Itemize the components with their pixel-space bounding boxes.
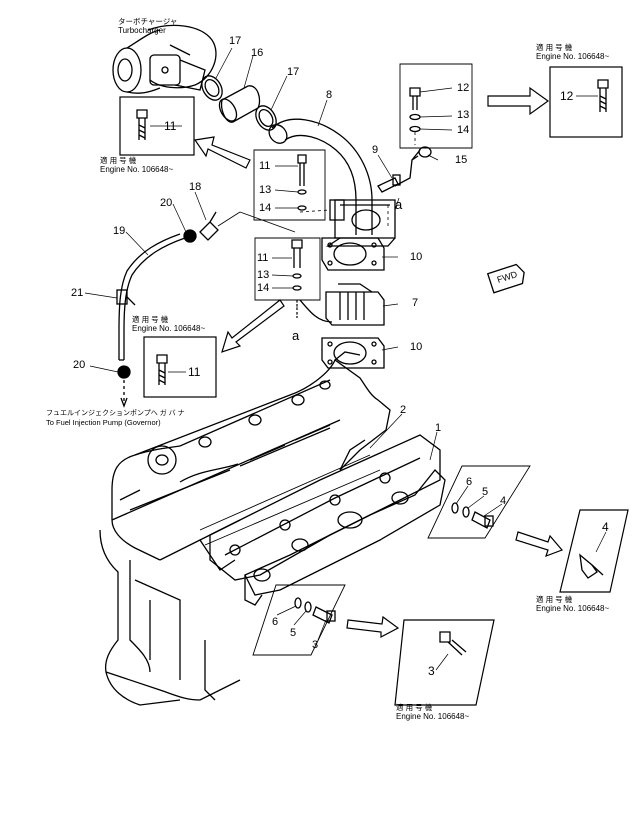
part-number-13-middle: 13 <box>257 269 270 281</box>
inset-box-11-top <box>119 96 195 156</box>
turbocharger-label-jp: ターボチャージャ <box>118 17 178 26</box>
inset-4-part: 4 <box>602 520 609 534</box>
part-number-6-right: 6 <box>466 476 473 488</box>
part-number-17-right: 17 <box>287 66 300 78</box>
frame-bolt-12 <box>399 63 473 149</box>
inset-box-12 <box>549 66 623 138</box>
tube-19 <box>118 233 186 361</box>
arrow-to-bolt-11-mid <box>221 299 285 353</box>
leader-lines <box>84 47 607 671</box>
part-number-13-upper: 13 <box>259 184 272 196</box>
part-number-14-middle: 14 <box>257 282 270 294</box>
part-number-3: 3 <box>312 639 319 651</box>
cap-20-bottom <box>117 365 131 408</box>
inset-3-en: Engine No. 106648~ <box>396 712 470 721</box>
part-number-10-top: 10 <box>410 251 423 263</box>
part-number-11-upper: 11 <box>259 160 271 172</box>
inset-11-mid-en: Engine No. 106648~ <box>132 324 206 333</box>
part-number-19: 19 <box>113 225 126 237</box>
part-number-9: 9 <box>372 144 379 156</box>
heater-7 <box>299 283 385 326</box>
part-number-18: 18 <box>189 181 202 193</box>
bolt-11-group-middle <box>291 239 303 291</box>
part-number-12: 12 <box>457 82 470 94</box>
inset-11-mid-jp: 適 用 号 機 <box>132 315 169 324</box>
arrow-to-bolt-4 <box>515 531 564 558</box>
frame-middle-bolts <box>254 237 321 301</box>
gasket-10-top <box>321 237 385 271</box>
part-number-13-right: 13 <box>457 109 470 121</box>
clamp-17-left <box>201 75 223 101</box>
part-number-7: 7 <box>412 297 419 309</box>
inset-12-jp: 適 用 号 機 <box>536 43 573 52</box>
inset-11-mid-part: 11 <box>188 365 201 379</box>
sensor-18 <box>199 211 219 241</box>
part-number-5-right: 5 <box>482 486 489 498</box>
bolt-4-right-group <box>451 502 494 529</box>
clamp-17-right <box>255 105 277 131</box>
part-number-8: 8 <box>326 89 333 101</box>
inset-4-en: Engine No. 106648~ <box>536 604 610 613</box>
gasket-10-lower <box>321 337 385 369</box>
part-number-5-lower: 5 <box>290 627 297 639</box>
wire-line-2 <box>239 211 296 233</box>
inset-box-11-mid <box>143 336 217 398</box>
arrows <box>193 86 564 638</box>
inset-11-top-jp: 適 用 号 機 <box>100 156 137 165</box>
part-number-6-lower: 6 <box>272 616 279 628</box>
inset-box-4 <box>559 509 629 593</box>
inset-bolt-4 <box>579 553 604 579</box>
bolt-9 <box>377 174 401 193</box>
part-number-20-top: 20 <box>160 197 173 209</box>
part-number-20-bottom: 20 <box>73 359 86 371</box>
engine-block <box>99 351 446 706</box>
bolt-3-lower-group <box>294 597 336 624</box>
elbow-pipe-8 <box>268 118 396 247</box>
fwd-indicator <box>486 263 525 294</box>
part-number-17-left: 17 <box>229 35 242 47</box>
bolt-11-group-upper <box>297 154 345 221</box>
inset-3-part: 3 <box>428 664 435 678</box>
clip-21 <box>116 289 136 306</box>
fuel-pump-label-en: To Fuel Injection Pump (Governor) <box>46 418 161 427</box>
arrow-to-bolt-3 <box>346 615 400 638</box>
inset-12-en: Engine No. 106648~ <box>536 52 610 61</box>
inset-3-jp: 適 用 号 機 <box>396 703 433 712</box>
bolt-12-group <box>409 87 421 133</box>
part-number-21: 21 <box>71 287 84 299</box>
part-number-14-upper: 14 <box>259 202 272 214</box>
frame-right-bolts <box>427 465 531 539</box>
part-number-2: 2 <box>400 404 407 416</box>
fuel-pump-label-jp: フュエルインジェクションポンプへ ガ バ ナ <box>46 410 185 417</box>
inset-12-part: 12 <box>560 89 574 103</box>
cap-20-top <box>183 229 197 243</box>
inset-11-top-part: 11 <box>164 119 177 133</box>
part-number-11-middle: 11 <box>257 252 269 264</box>
view-a-label-upper: a <box>395 197 403 212</box>
inset-box-3 <box>394 619 495 706</box>
part-number-16: 16 <box>251 47 264 59</box>
inset-11-top-en: Engine No. 106648~ <box>100 165 174 174</box>
part-number-10-lower: 10 <box>410 341 423 353</box>
turbocharger <box>112 24 217 94</box>
view-a-label-lower: a <box>292 328 300 343</box>
part-number-1: 1 <box>435 422 442 434</box>
inset-bolt-11-mid <box>156 354 168 385</box>
inset-bolt-12 <box>597 79 609 112</box>
arrow-to-bolt-11-top <box>193 136 251 169</box>
wire-line <box>217 211 241 227</box>
fitting-15 <box>394 146 432 187</box>
inset-bolt-11-top <box>136 109 148 140</box>
part-number-15: 15 <box>455 154 468 166</box>
arrow-to-bolt-12 <box>487 86 550 116</box>
frame-upper-bolts <box>253 149 326 221</box>
inset-bolt-3 <box>439 631 467 656</box>
frame-lower-bolts <box>252 584 346 656</box>
inset-4-jp: 適 用 号 機 <box>536 595 573 604</box>
part-number-14-right: 14 <box>457 124 470 136</box>
part-number-4: 4 <box>500 495 507 507</box>
turbocharger-label-en: Turbocharger <box>118 26 166 35</box>
